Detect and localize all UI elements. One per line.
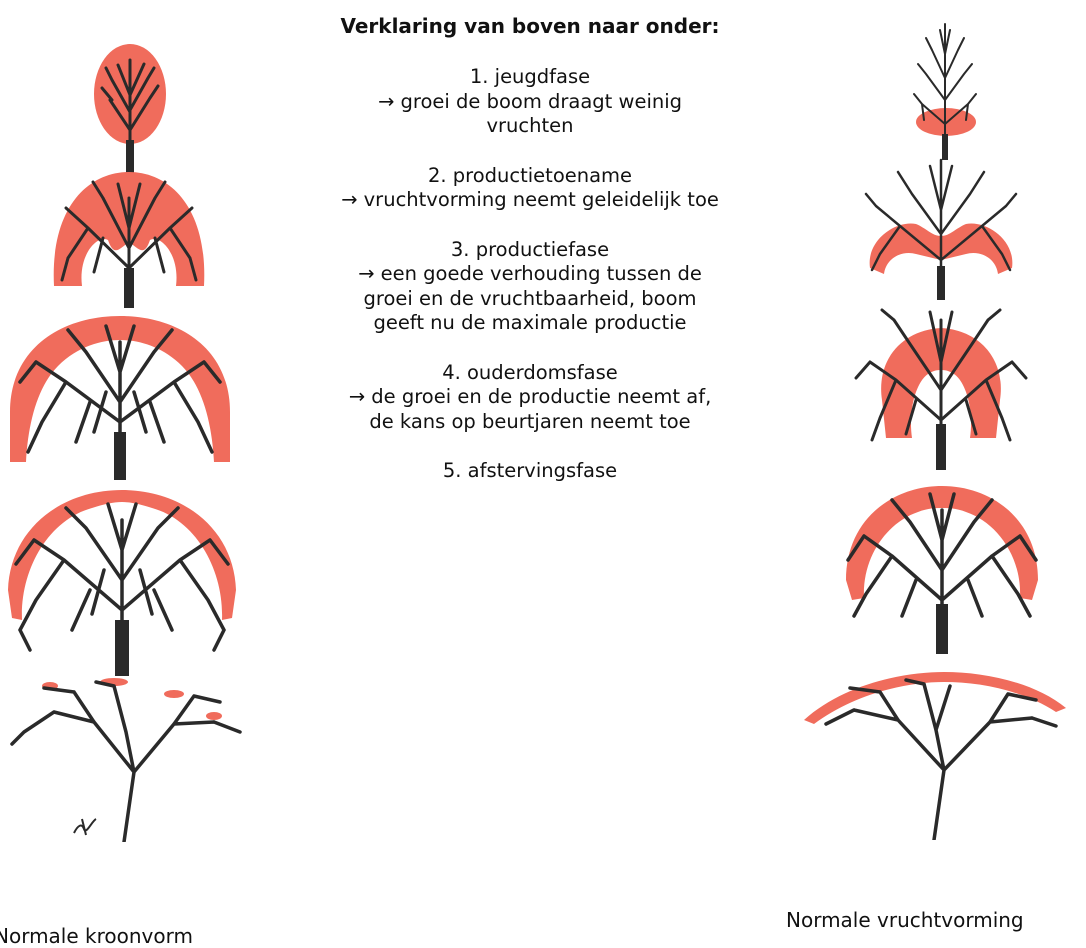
crown-stage-3-illustration (6, 312, 234, 480)
legend-item-2: 2. productietoename → vruchtvorming neem… (330, 164, 730, 213)
crown-stage-2-illustration (48, 168, 210, 308)
fruiting-stage-5-illustration (794, 660, 1074, 840)
crown-fill (42, 678, 222, 720)
phase-detail: → groei de boom draagt weinig vruchten (336, 90, 724, 139)
crown-stage-5-illustration (4, 672, 248, 842)
phase-name: 5. afstervingsfase (336, 459, 724, 484)
phase-detail: → vruchtvorming neemt geleidelijk toe (336, 188, 724, 213)
phase-name: 2. productietoename (336, 164, 724, 189)
phase-name: 4. ouderdomsfase (336, 361, 724, 386)
phase-name: 1. jeugdfase (336, 65, 724, 90)
legend-item-1: 1. jeugdfase → groei de boom draagt wein… (330, 65, 730, 139)
phase-detail: → de groei en de productie neemt af, de … (336, 385, 724, 434)
fruiting-stage-2-illustration (856, 150, 1026, 300)
crown-shape-column (0, 0, 260, 945)
caption-crown-shape: Normale kroonvorm (0, 924, 193, 948)
phase-name: 3. productiefase (336, 238, 724, 263)
crown-stage-1-illustration (90, 40, 170, 175)
phase-detail: → een goede verhouding tussen de groei e… (336, 262, 724, 336)
fruiting-column (790, 0, 1086, 945)
fruiting-stage-4-illustration (836, 470, 1048, 654)
legend-item-3: 3. productiefase → een goede verhouding … (330, 238, 730, 336)
caption-fruiting: Normale vruchtvorming (786, 908, 1024, 932)
fruiting-stage-3-illustration (846, 300, 1036, 470)
fruiting-stage-1-illustration (900, 14, 990, 160)
legend-title: Verklaring van boven naar onder: (330, 14, 730, 39)
legend-item-4: 4. ouderdomsfase → de groei en de produc… (330, 361, 730, 435)
artist-signature-icon (70, 815, 100, 839)
legend-item-5: 5. afstervingsfase (330, 459, 730, 484)
crown-stage-4-illustration (0, 480, 244, 676)
legend: Verklaring van boven naar onder: 1. jeug… (330, 14, 730, 509)
